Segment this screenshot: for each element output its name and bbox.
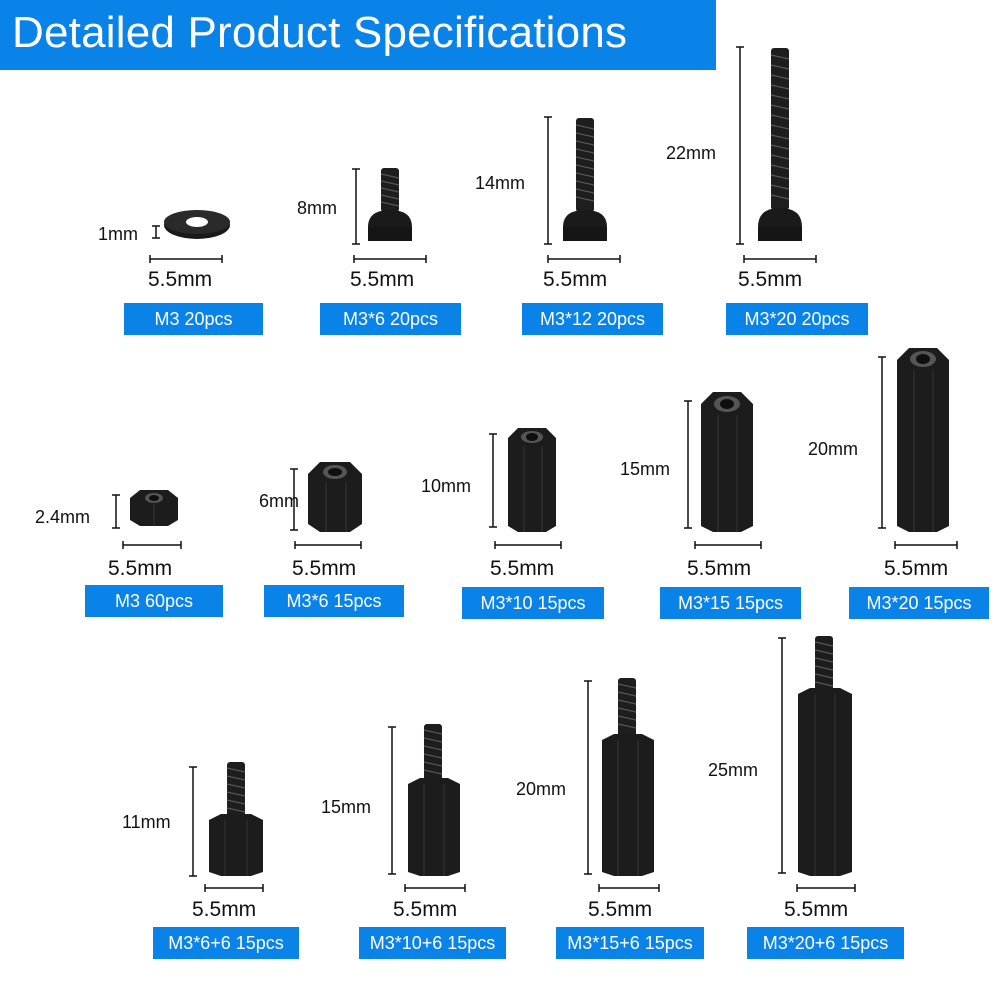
screw-image <box>368 168 412 241</box>
height-dimension <box>290 468 298 531</box>
width-label: 5.5mm <box>784 898 849 921</box>
height-label: 11mm <box>122 812 171 832</box>
width-label: 5.5mm <box>490 557 555 580</box>
spec-badge: M3*10+6 15pcs <box>359 927 506 959</box>
height-dimension <box>352 168 360 245</box>
width-label: 5.5mm <box>687 557 752 580</box>
height-dimension <box>189 766 197 877</box>
height-label: 22mm <box>666 143 717 163</box>
standoff-image <box>408 724 460 876</box>
width-dimension <box>743 255 817 263</box>
width-label: 5.5mm <box>588 898 653 921</box>
spec-badge: M3*15+6 15pcs <box>556 927 704 959</box>
width-label: 5.5mm <box>192 898 257 921</box>
width-label: 5.5mm <box>884 557 949 580</box>
height-dimension <box>489 433 497 528</box>
height-dimension <box>388 726 396 875</box>
spec-badge: M3*12 20pcs <box>522 303 663 335</box>
width-dimension <box>494 541 562 549</box>
height-dimension <box>112 494 120 529</box>
standoff-image <box>209 762 263 876</box>
width-dimension <box>353 255 427 263</box>
spec-badge: M3*20+6 15pcs <box>747 927 904 959</box>
width-label: 5.5mm <box>108 557 173 580</box>
page-title: Detailed Product Specifications <box>0 0 716 70</box>
width-label: 5.5mm <box>738 268 803 291</box>
spec-badge: M3 20pcs <box>124 303 263 335</box>
spec-badge: M3*15 15pcs <box>660 587 801 619</box>
height-label: 15mm <box>321 797 372 817</box>
width-label: 5.5mm <box>292 557 357 580</box>
height-dimension <box>684 400 692 529</box>
nut-image <box>130 490 178 526</box>
height-dimension <box>584 680 592 875</box>
width-dimension <box>122 541 182 549</box>
width-dimension <box>547 255 621 263</box>
width-label: 5.5mm <box>393 898 458 921</box>
standoff-image <box>897 348 949 532</box>
spec-badge: M3*10 15pcs <box>462 587 604 619</box>
height-label: 6mm <box>259 491 299 511</box>
height-label: 25mm <box>708 760 759 780</box>
spec-badge: M3*6 15pcs <box>264 585 404 617</box>
spec-badge: M3 60pcs <box>85 585 223 617</box>
width-dimension <box>796 884 856 892</box>
screw-image <box>563 118 607 241</box>
screw-image <box>758 48 802 241</box>
height-label: 10mm <box>421 476 472 496</box>
height-dimension <box>778 637 786 874</box>
height-dimension <box>544 116 552 245</box>
height-label: 1mm <box>98 224 138 244</box>
width-label: 5.5mm <box>350 268 415 291</box>
standoff-image <box>602 678 654 876</box>
width-dimension <box>404 884 466 892</box>
standoff-image <box>701 392 753 532</box>
height-dimension <box>736 46 744 245</box>
washer-image <box>164 210 230 239</box>
spec-badge: M3*6 20pcs <box>320 303 461 335</box>
width-dimension <box>149 255 223 263</box>
height-dimension <box>152 225 160 239</box>
width-dimension <box>894 541 958 549</box>
height-dimension <box>878 356 886 529</box>
height-label: 2.4mm <box>35 507 91 527</box>
width-dimension <box>694 541 762 549</box>
standoff-image <box>508 428 556 532</box>
spec-badge: M3*20 20pcs <box>726 303 868 335</box>
width-dimension <box>204 884 264 892</box>
width-dimension <box>598 884 660 892</box>
height-label: 8mm <box>297 198 337 218</box>
standoff-image <box>798 636 852 876</box>
spec-badge: M3*20 15pcs <box>849 587 989 619</box>
height-label: 15mm <box>620 459 671 479</box>
spec-badge: M3*6+6 15pcs <box>153 927 299 959</box>
standoff-image <box>308 462 362 532</box>
height-label: 20mm <box>516 779 567 799</box>
height-label: 20mm <box>808 439 859 459</box>
width-label: 5.5mm <box>148 268 213 291</box>
height-label: 14mm <box>475 173 526 193</box>
width-label: 5.5mm <box>543 268 608 291</box>
width-dimension <box>294 541 362 549</box>
